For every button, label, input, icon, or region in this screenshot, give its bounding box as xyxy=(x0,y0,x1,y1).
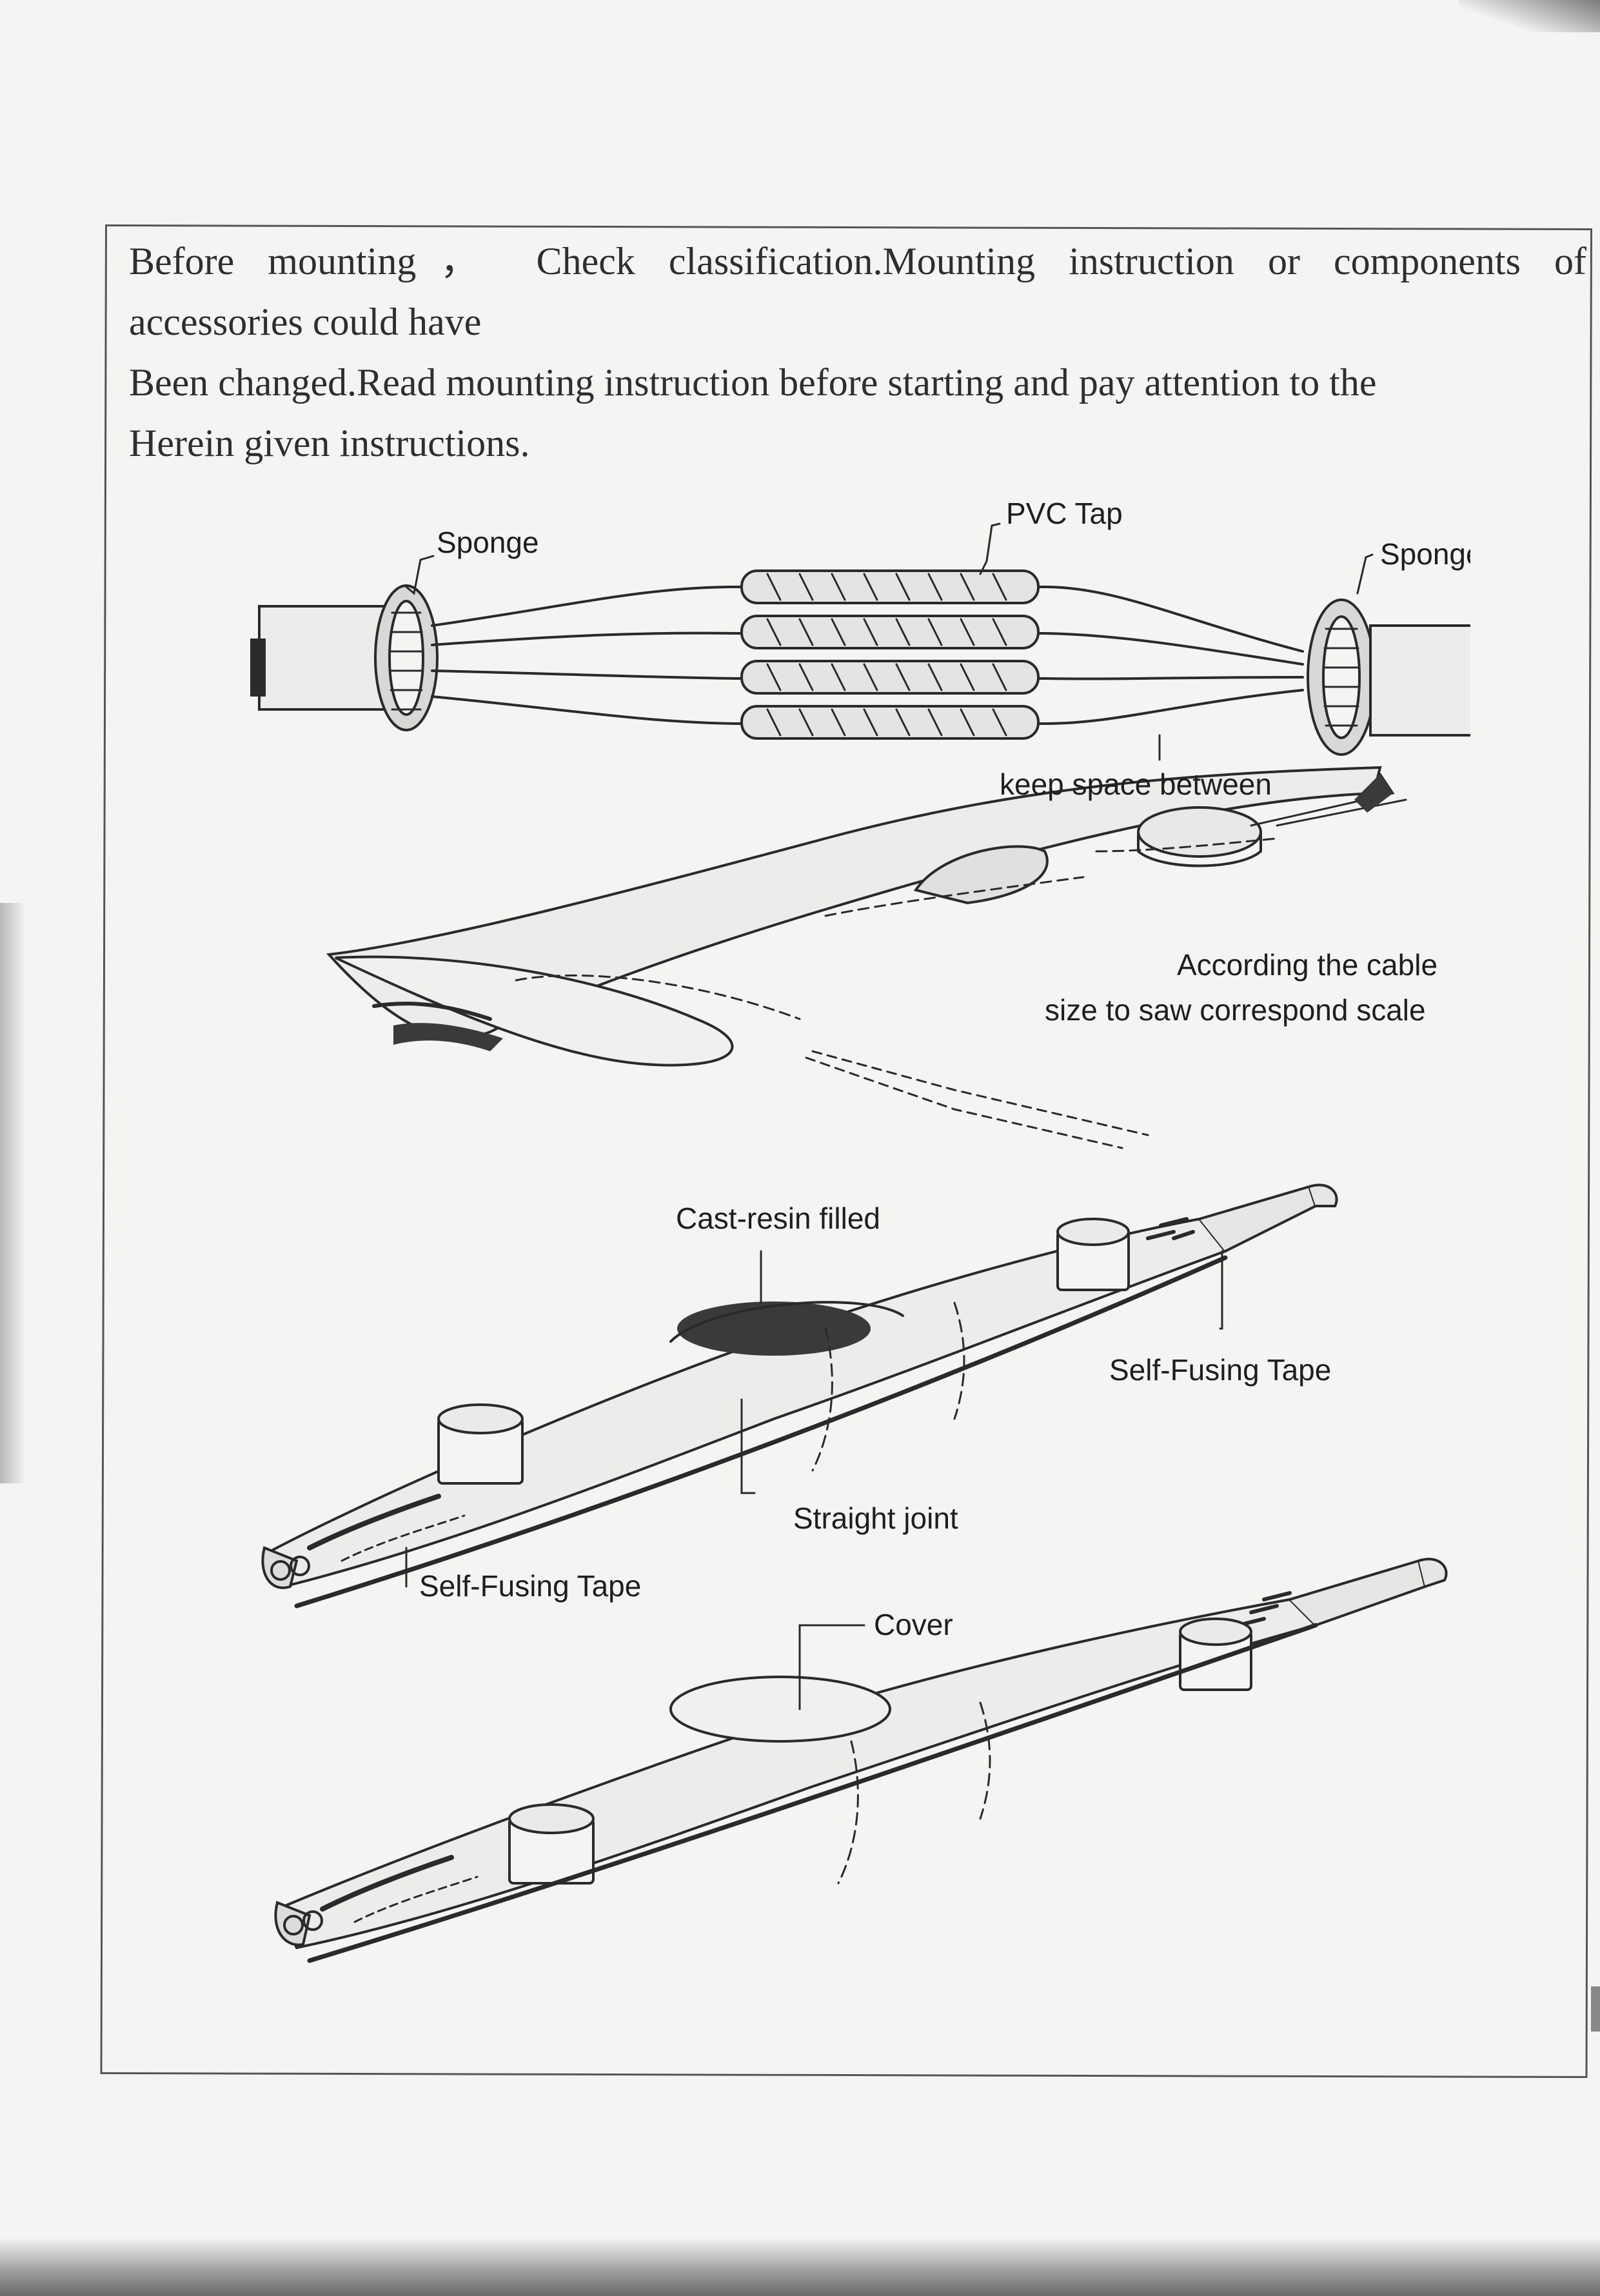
corner-shadow xyxy=(1458,0,1600,32)
bottom-shadow xyxy=(0,2238,1600,2296)
intro-line-4: Herein given instructions. xyxy=(129,422,530,464)
label-according-cable: According the cable xyxy=(1177,948,1437,982)
edge-marker xyxy=(1591,1986,1600,2032)
label-pvc-tape: PVC Tap xyxy=(1006,497,1123,530)
intro-text: Before mounting， Check classification.Mo… xyxy=(129,231,1586,473)
label-cover: Cover xyxy=(874,1608,953,1641)
intro-line-2: accessories could have xyxy=(129,301,482,343)
intro-line-1: Before mounting， Check classification.Mo… xyxy=(129,240,1586,282)
label-cast-resin: Cast-resin filled xyxy=(676,1202,880,1235)
step4-covered-joint xyxy=(274,1558,1448,1963)
step2-open-mould xyxy=(326,766,1407,1149)
label-sponge-left: Sponge xyxy=(437,526,539,559)
label-sponge-right: Sponge xyxy=(1380,537,1470,571)
label-self-fusing-left: Self-Fusing Tape xyxy=(419,1569,641,1603)
mounting-illustration: Sponge PVC Tap Sponge keep space between… xyxy=(250,497,1470,1963)
label-saw-scale: size to saw correspond scale xyxy=(1045,993,1426,1027)
step3-resin-joint xyxy=(261,1183,1338,1608)
label-keep-space: keep space between xyxy=(1000,767,1272,801)
intro-line-3: Been changed.Read mounting instruction b… xyxy=(129,361,1377,404)
label-self-fusing-right: Self-Fusing Tape xyxy=(1109,1353,1331,1387)
label-straight-joint: Straight joint xyxy=(793,1501,958,1535)
step1-cable-cores xyxy=(250,522,1470,761)
mounting-figure: Sponge PVC Tap Sponge keep space between… xyxy=(245,490,1470,1999)
left-shadow xyxy=(0,903,26,1483)
